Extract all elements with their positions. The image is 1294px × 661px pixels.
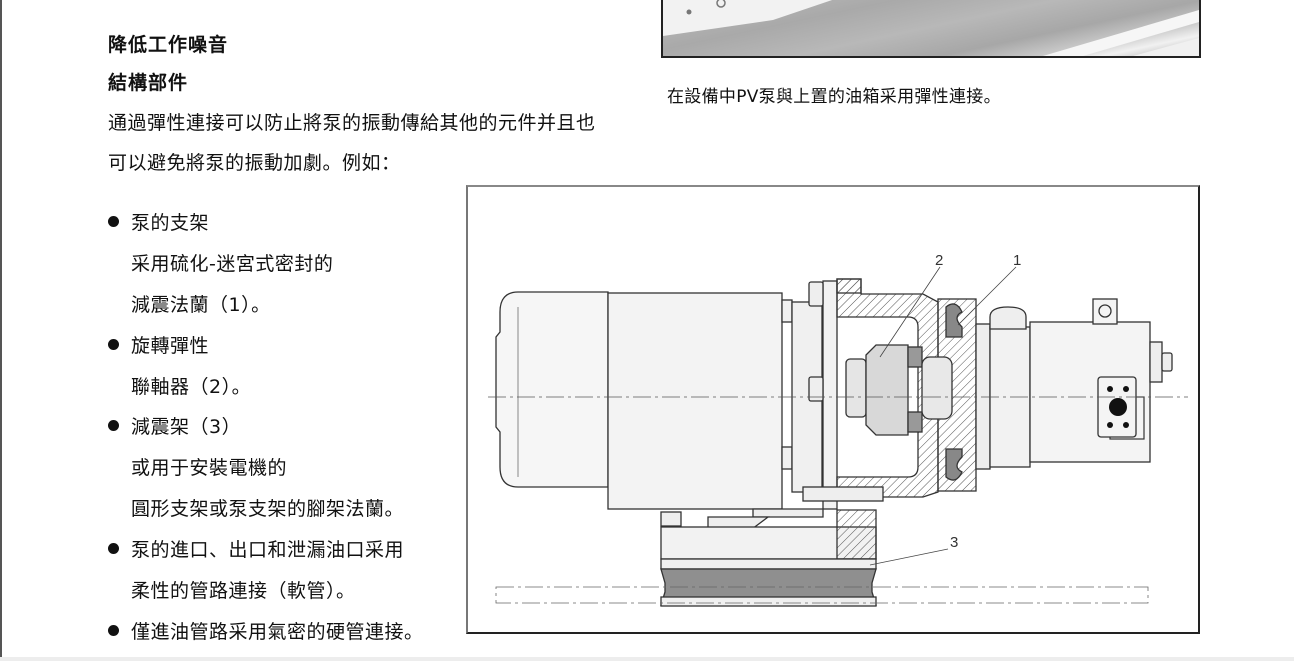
bullet-1-line-1: 泵的支架 — [131, 212, 210, 234]
photo-caption: 在設備中PV泵與上置的油箱采用彈性連接。 — [667, 87, 1001, 107]
bullet-dot-icon — [108, 339, 119, 350]
callout-2: 2 — [935, 252, 943, 269]
bullet-3-line-1: 減震架（3） — [131, 416, 242, 438]
bullet-dot-icon — [108, 543, 119, 554]
bullet-2-line-2: 聯軸器（2）。 — [131, 376, 252, 398]
bullet-4-line-1: 泵的進口、出口和泄漏油口采用 — [131, 539, 405, 561]
bullet-dot-icon — [108, 420, 119, 431]
bullet-4-line-2: 柔性的管路連接（軟管）。 — [131, 580, 356, 602]
page-bottom-edge — [0, 657, 1294, 661]
intro-line-2: 可以避免將泵的振動加劇。例如： — [108, 152, 401, 174]
bullet-3-line-2: 或用于安裝電機的 — [131, 457, 288, 479]
coupling-hub-left — [845, 358, 867, 418]
motor-flange — [822, 280, 838, 510]
callout-1: 1 — [1013, 252, 1021, 269]
pump-port — [1109, 398, 1127, 416]
intro-line-1: 通過彈性連接可以防止將泵的振動傳給其他的元件并且也 — [108, 112, 596, 134]
drawing-svg: 2 1 3 — [488, 252, 1188, 607]
page-left-border — [0, 0, 2, 657]
photo-detail — [663, 0, 1199, 56]
bullet-dot-icon — [108, 216, 119, 227]
section-subtitle: 結構部件 — [108, 72, 189, 94]
bullet-dot-icon — [108, 625, 119, 636]
section-title: 降低工作噪音 — [108, 34, 229, 56]
bullet-1-line-2: 采用硫化-迷宮式密封的 — [131, 253, 334, 275]
bullet-3-line-3: 圓形支架或泵支架的腳架法蘭。 — [131, 498, 405, 520]
coupling-body — [865, 344, 909, 436]
motor-body — [607, 292, 783, 510]
motor-pump-drawing: 2 1 3 — [466, 185, 1200, 634]
bell-housing — [836, 278, 939, 498]
bullet-5-line-1: 僅進油管路采用氣密的硬管連接。 — [131, 621, 424, 643]
callout-3: 3 — [950, 534, 958, 551]
motor-end-cap — [495, 291, 609, 488]
installation-photo — [661, 0, 1201, 58]
bullet-1-line-3: 減震法蘭（1）。 — [131, 294, 271, 316]
bullet-2-line-1: 旋轉彈性 — [131, 335, 210, 357]
